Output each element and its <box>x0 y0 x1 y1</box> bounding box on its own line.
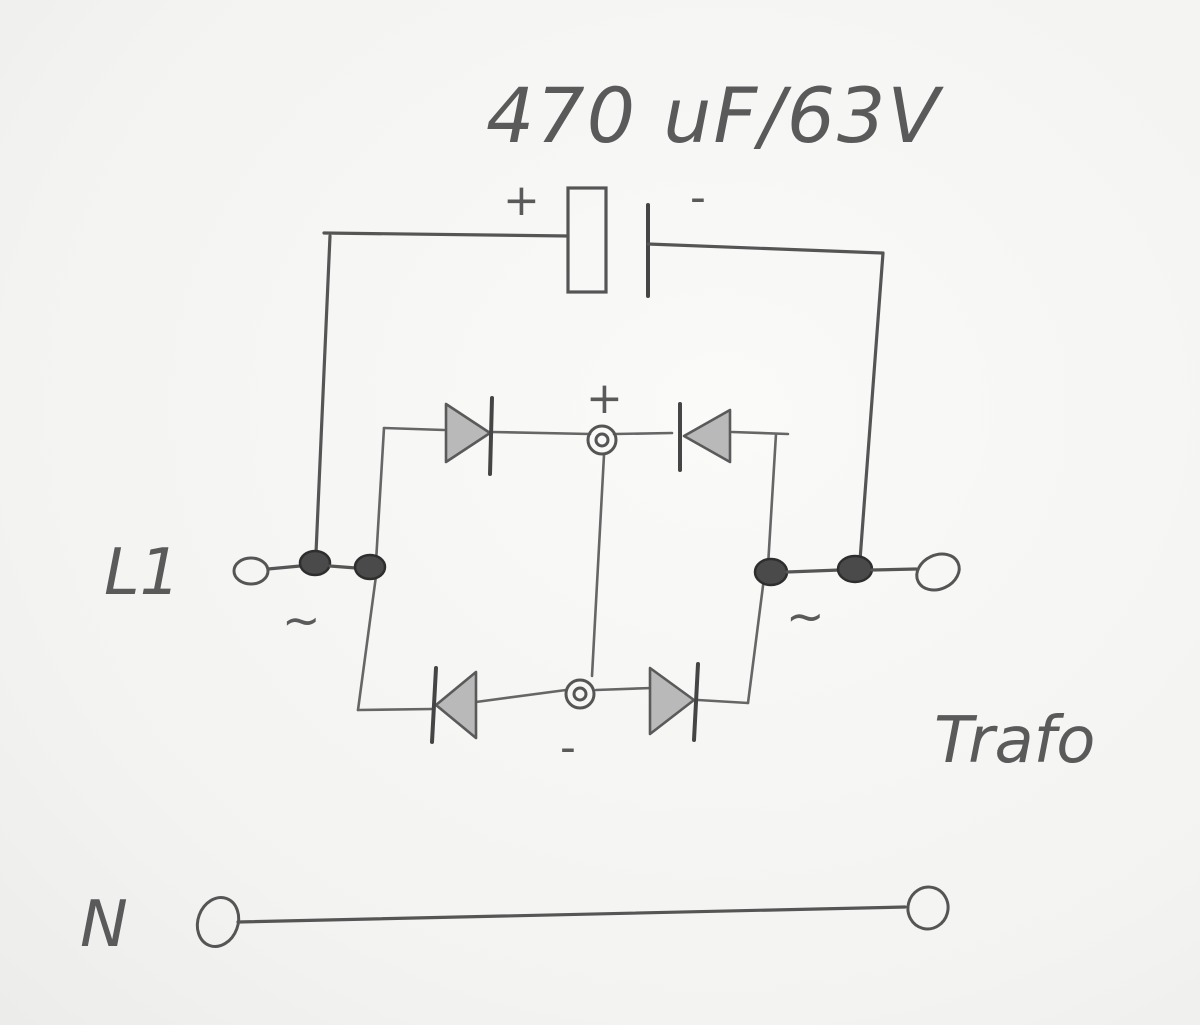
dc-plus-node <box>586 424 618 456</box>
bottom-left-rail <box>356 707 434 712</box>
ac-left-label: ~ <box>282 593 321 647</box>
capacitor-right-wire <box>646 242 884 255</box>
trafo-terminal <box>915 552 961 592</box>
transformer-label: Trafo <box>934 704 1095 778</box>
bottom-right-rail <box>696 698 750 705</box>
l1-input-wire <box>266 564 302 571</box>
top-right-rail <box>730 430 790 436</box>
electrolytic-capacitor <box>566 186 650 298</box>
dc-minus-node-inner <box>572 686 588 702</box>
neutral-right-terminal <box>906 885 950 931</box>
neutral-left-terminal <box>195 896 241 948</box>
diode-top-right <box>678 402 732 472</box>
bridge-ac-left-node <box>353 553 387 581</box>
l1-terminal <box>232 556 270 586</box>
diode-bottom-left <box>430 666 478 744</box>
capacitor-left-wire <box>322 231 570 238</box>
bridge-minus-label: - <box>560 722 576 773</box>
right-junction-node <box>836 554 874 584</box>
bridge-left-upper-wire <box>374 426 386 564</box>
capacitor-plus-label: + <box>503 175 540 226</box>
diode-bottom-right <box>648 662 700 742</box>
center-link-wire <box>590 453 606 678</box>
capacitor-minus-label: - <box>690 172 706 223</box>
left-junction-node <box>298 549 332 577</box>
left-feed-wire <box>314 234 332 555</box>
top-mid-right-rail <box>612 431 674 436</box>
trafo-output-wire <box>870 567 918 572</box>
right-feed-wire <box>858 251 885 562</box>
top-mid-left-rail <box>490 430 592 436</box>
line-terminal-label: L1 <box>104 536 180 610</box>
neutral-terminal-label: N <box>80 888 128 962</box>
l1-bridge-wire <box>328 564 358 570</box>
capacitor-positive-plate <box>566 186 608 294</box>
dc-minus-node <box>564 678 596 710</box>
bridge-right-wire <box>785 568 842 574</box>
neutral-wire <box>236 905 907 924</box>
bridge-right-lower-wire <box>746 576 766 705</box>
bottom-mid-right-rail <box>594 686 654 692</box>
top-left-rail <box>382 426 446 432</box>
bridge-plus-label: + <box>586 373 623 424</box>
bridge-left-lower-wire <box>356 574 378 712</box>
bridge-right-upper-wire <box>766 432 778 568</box>
ac-right-label: ~ <box>786 589 825 643</box>
diode-top-left <box>444 396 494 476</box>
dc-plus-node-inner <box>594 432 610 448</box>
bridge-ac-right-node <box>753 557 789 587</box>
bottom-mid-left-rail <box>474 688 568 704</box>
capacitor-value-label: 470 uF/63V <box>486 71 944 160</box>
